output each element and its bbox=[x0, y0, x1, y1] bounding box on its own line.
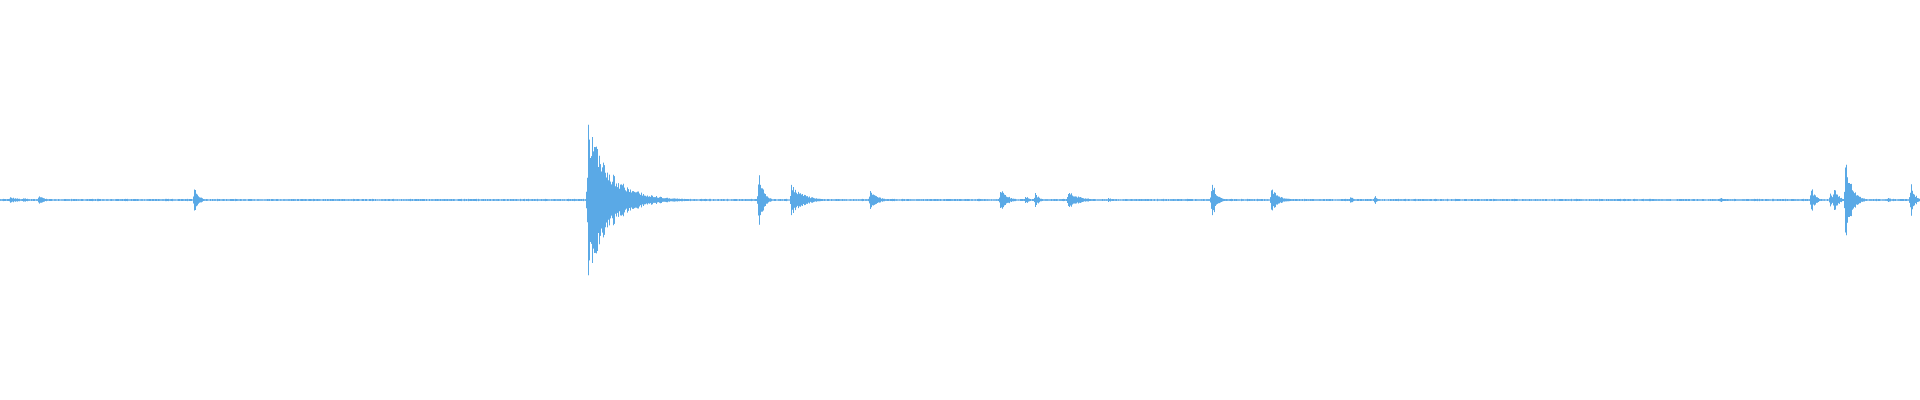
waveform-path bbox=[0, 124, 1920, 276]
